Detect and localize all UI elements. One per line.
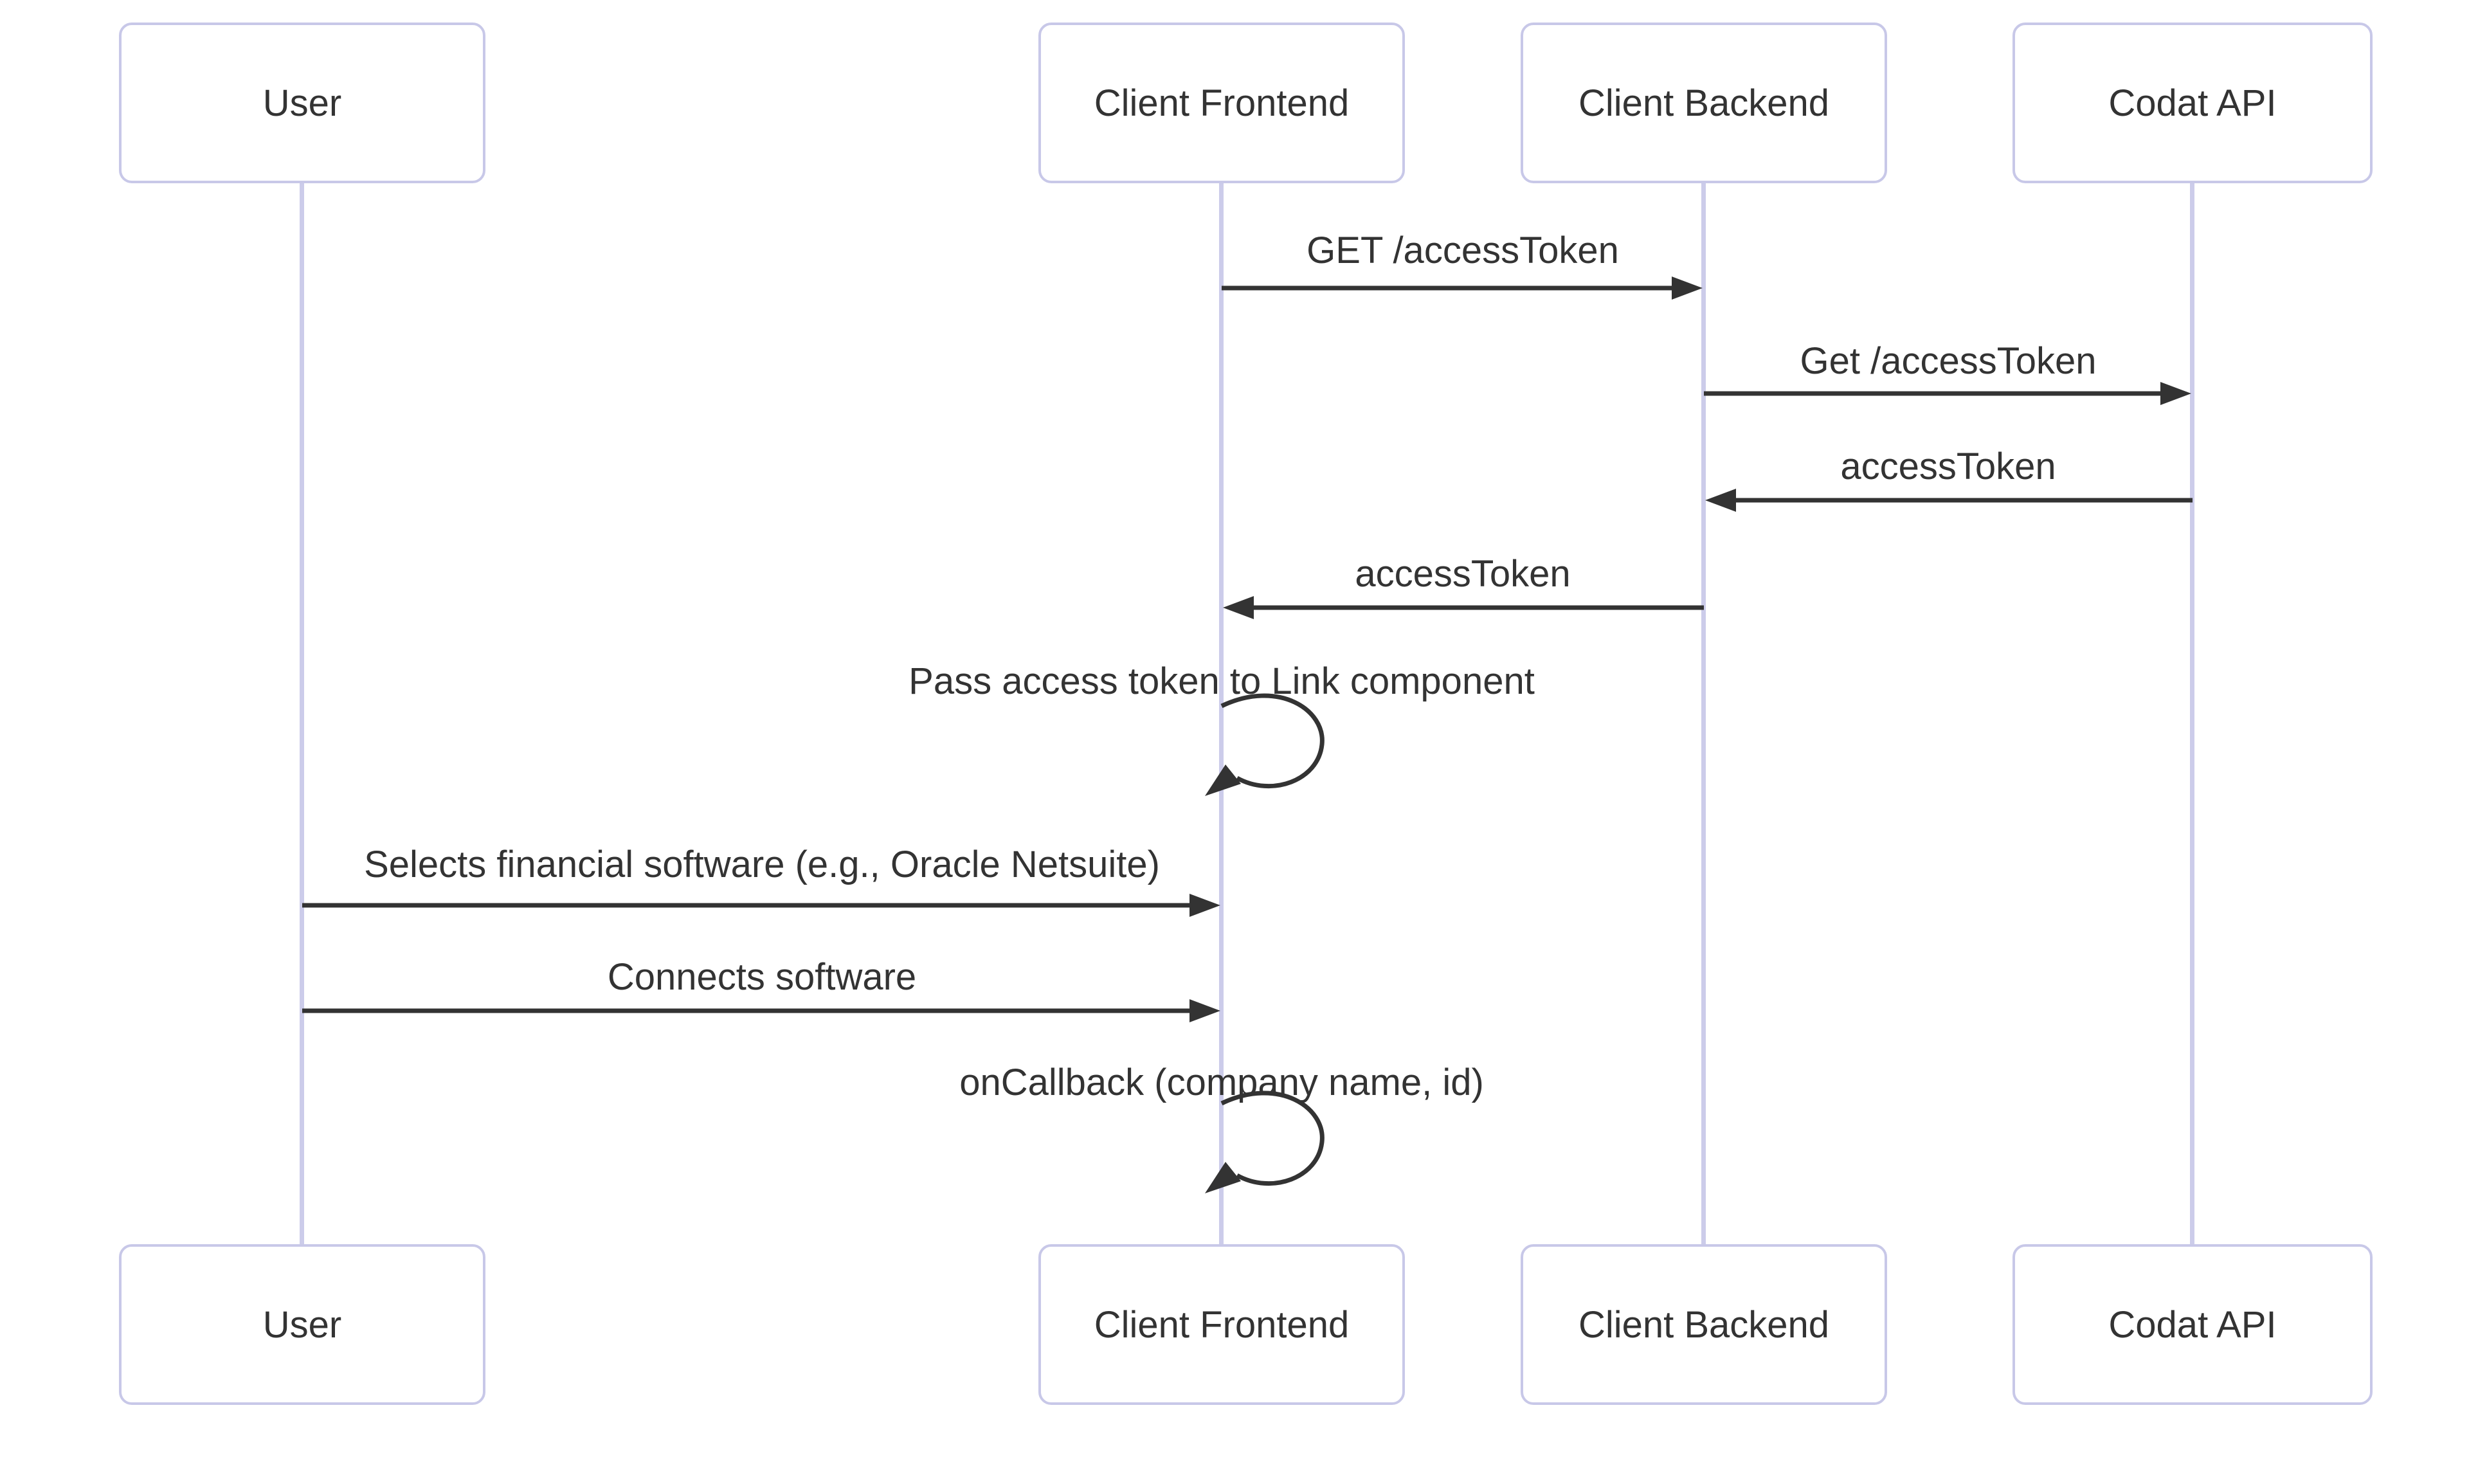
message-label-get-accesstoken-2: Get /accessToken: [1800, 340, 2097, 382]
message-label-get-accesstoken: GET /accessToken: [1307, 230, 1619, 271]
actor-label-user: User: [262, 1303, 342, 1346]
actor-box-client-frontend-top: Client Frontend: [1038, 23, 1405, 183]
actor-label-client-frontend: Client Frontend: [1094, 82, 1350, 124]
arrow-get-accesstoken-backend: [1704, 382, 2191, 405]
actor-box-client-backend-bottom: Client Backend: [1521, 1244, 1887, 1405]
message-label-selects-software: Selects financial software (e.g., Oracle…: [364, 844, 1160, 885]
actor-label-client-frontend: Client Frontend: [1094, 1303, 1350, 1346]
actor-box-client-backend-top: Client Backend: [1521, 23, 1887, 183]
arrow-get-accesstoken: [1222, 276, 1703, 300]
actor-label-client-backend: Client Backend: [1578, 1303, 1830, 1346]
actor-box-codat-api-bottom: Codat API: [2012, 1244, 2373, 1405]
actor-box-user-top: User: [119, 23, 485, 183]
message-label-accesstoken-return-1: accessToken: [1840, 446, 2056, 487]
actor-label-codat-api: Codat API: [2108, 1303, 2277, 1346]
arrow-selects-software: [302, 894, 1220, 917]
message-label-pass-token: Pass access token to Link component: [909, 660, 1535, 702]
message-label-oncallback: onCallback (company name, id): [959, 1062, 1484, 1103]
lifeline-codat-api: [2190, 183, 2194, 1244]
message-label-connects-software: Connects software: [607, 956, 917, 998]
actor-box-user-bottom: User: [119, 1244, 485, 1405]
actor-label-client-backend: Client Backend: [1578, 82, 1830, 124]
arrow-accesstoken-return-codat: [1705, 489, 2193, 512]
actor-label-codat-api: Codat API: [2108, 82, 2277, 124]
actor-label-user: User: [262, 82, 342, 124]
lifeline-user: [300, 183, 304, 1244]
message-label-accesstoken-return-2: accessToken: [1355, 553, 1571, 595]
lifeline-client-backend: [1701, 183, 1706, 1244]
actor-box-client-frontend-bottom: Client Frontend: [1038, 1244, 1405, 1405]
arrow-connects-software: [302, 999, 1220, 1022]
arrow-accesstoken-return-backend: [1223, 596, 1704, 619]
actor-box-codat-api-top: Codat API: [2012, 23, 2373, 183]
